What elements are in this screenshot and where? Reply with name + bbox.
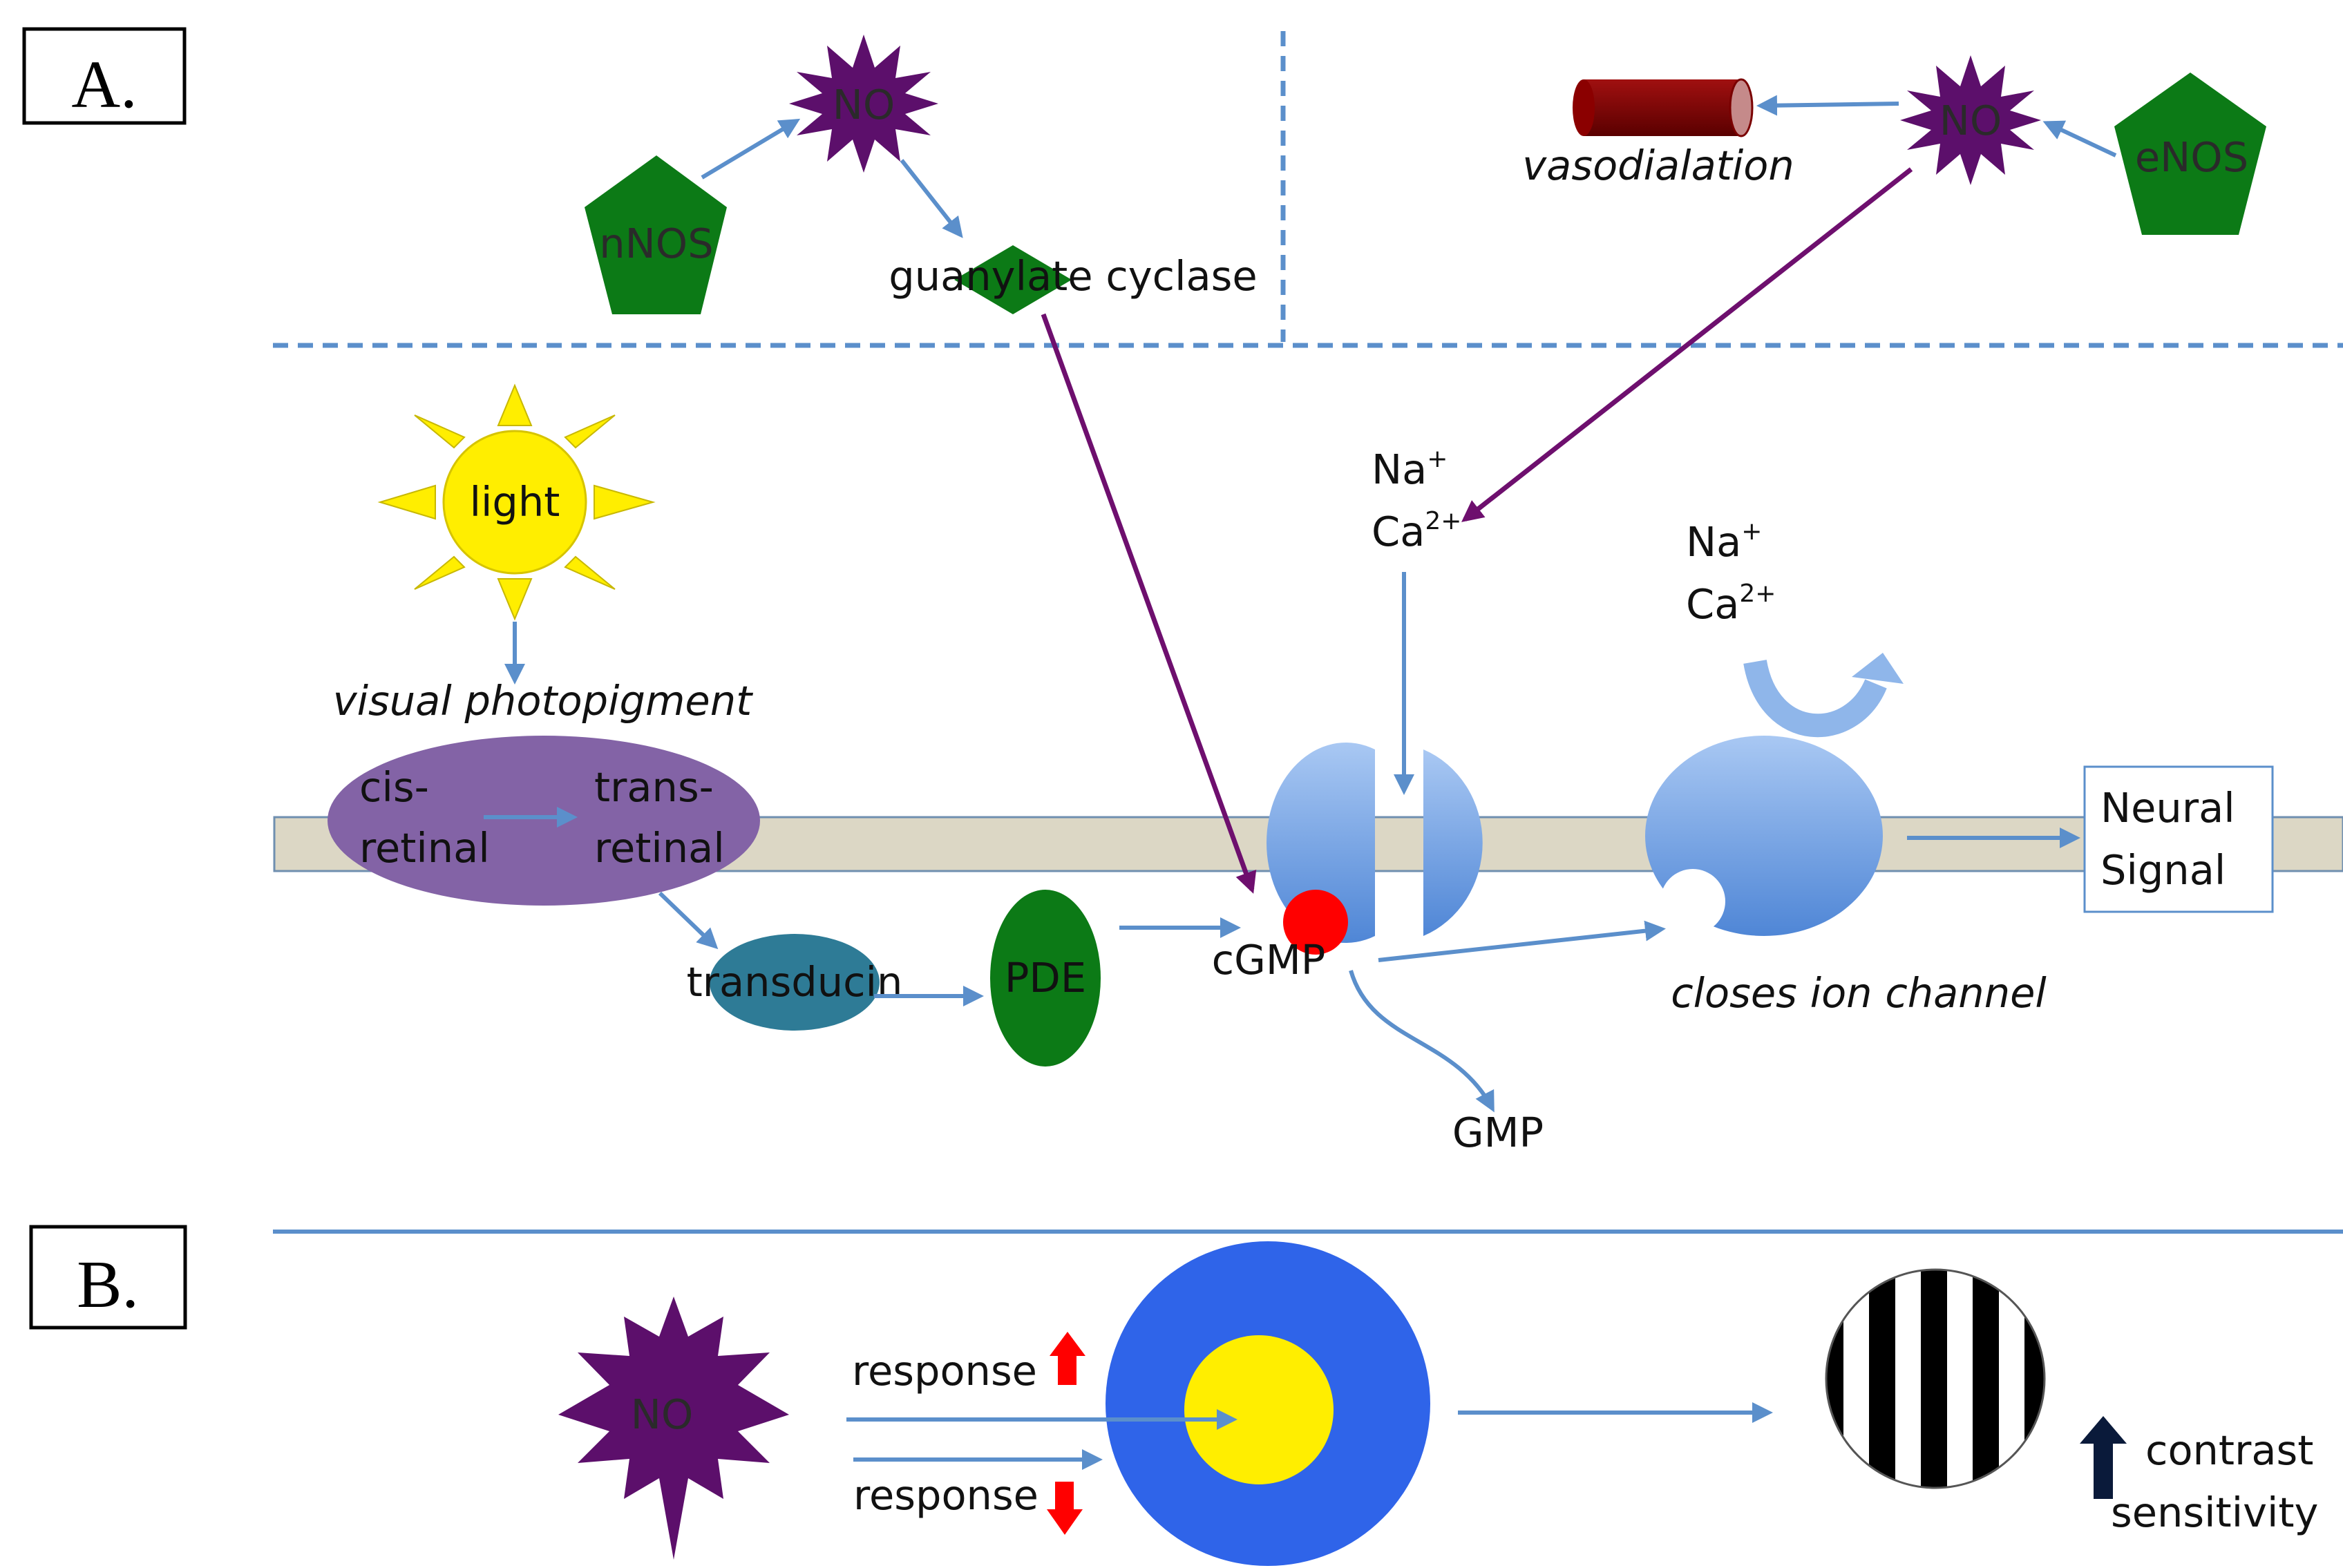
cis-retinal-label-1: cis-: [359, 763, 429, 811]
trans-retinal-label-1: trans-: [594, 763, 714, 811]
arrow-no-to-guanylate: [900, 159, 963, 238]
sensitivity-label: sensitivity: [2111, 1489, 2318, 1536]
pde-ellipse: [990, 890, 1101, 1067]
receptive-field-center: [1184, 1335, 1334, 1484]
svg-text:A.: A.: [71, 48, 137, 122]
enos-label: eNOS: [2135, 133, 2248, 181]
ion1-ca-label: Ca2+: [1372, 507, 1461, 555]
arrow-enos-to-no: [2042, 120, 2117, 157]
cgmp-circle: [1283, 890, 1348, 955]
guanylate-cyclase-diamond: [954, 245, 1072, 314]
visual-photopigment-label: visual photopigment: [333, 677, 753, 725]
no-star-b: [558, 1297, 789, 1560]
ion2-na-label: Na+: [1686, 517, 1762, 566]
no-star-left: [789, 35, 938, 173]
arrow-cgmp-to-closed-channel: [1378, 920, 1666, 962]
ion1-na-label: Na+: [1372, 445, 1448, 493]
no-star-right: [1900, 55, 2041, 185]
vasodialation-label: vasodialation: [1522, 142, 1794, 189]
blood-vessel: [1573, 78, 1754, 137]
guanylate-cyclase-label: guanylate cyclase: [889, 252, 1257, 300]
arrow-retinal-to-transducin: [658, 891, 719, 950]
arrow-up-icon: [1050, 1332, 1085, 1385]
no-left-label: NO: [833, 81, 895, 128]
transducin-ellipse: [710, 934, 880, 1031]
contrast-up-arrow-icon: [2080, 1416, 2127, 1499]
ion-channel-closed: [1645, 736, 1883, 936]
no-right-label: NO: [1939, 97, 2002, 144]
grating-stimulus: [1825, 1268, 2046, 1489]
purple-arrow-guanylate-to-cgmp: [1041, 313, 1257, 894]
light-label: light: [470, 478, 560, 526]
arrow-down-icon: [1047, 1482, 1083, 1535]
arrow-nnos-to-no: [701, 118, 801, 180]
retinal-ellipse: [328, 736, 760, 906]
arrow-no-to-vessel: [1756, 95, 1899, 116]
pde-label: PDE: [1005, 954, 1086, 1002]
cgmp-label: cGMP: [1212, 936, 1326, 984]
gmp-label: GMP: [1452, 1109, 1544, 1156]
no-b-label: NO: [631, 1390, 694, 1438]
curved-blocked-arrow: [1743, 653, 1904, 738]
contrast-label: contrast: [2145, 1426, 2313, 1474]
response-down-label: response: [853, 1471, 1038, 1519]
cis-retinal-label-2: retinal: [359, 824, 490, 872]
neural-signal-label-2: Signal: [2100, 846, 2226, 894]
closes-ion-channel-label: closes ion channel: [1671, 969, 2047, 1017]
panel-a-label: A.: [22, 27, 187, 125]
transducin-label: transducin: [687, 958, 903, 1006]
trans-retinal-label-2: retinal: [594, 824, 725, 872]
neural-signal-label-1: Neural: [2100, 784, 2235, 832]
ion-channel-open: [1267, 743, 1483, 943]
panel-b-label: B.: [29, 1225, 187, 1330]
purple-arrow-no-to-ions: [1461, 167, 1913, 522]
svg-text:B.: B.: [77, 1247, 139, 1322]
nnos-pentagon: [585, 155, 727, 314]
arrow-cgmp-to-gmp: [1349, 970, 1495, 1113]
enos-pentagon: [2114, 73, 2266, 235]
nnos-label: nNOS: [599, 220, 713, 267]
ion2-ca-label: Ca2+: [1686, 580, 1776, 628]
neural-signal-box: [2083, 765, 2274, 913]
response-up-label: response: [852, 1347, 1037, 1395]
light-sun: [377, 383, 656, 621]
